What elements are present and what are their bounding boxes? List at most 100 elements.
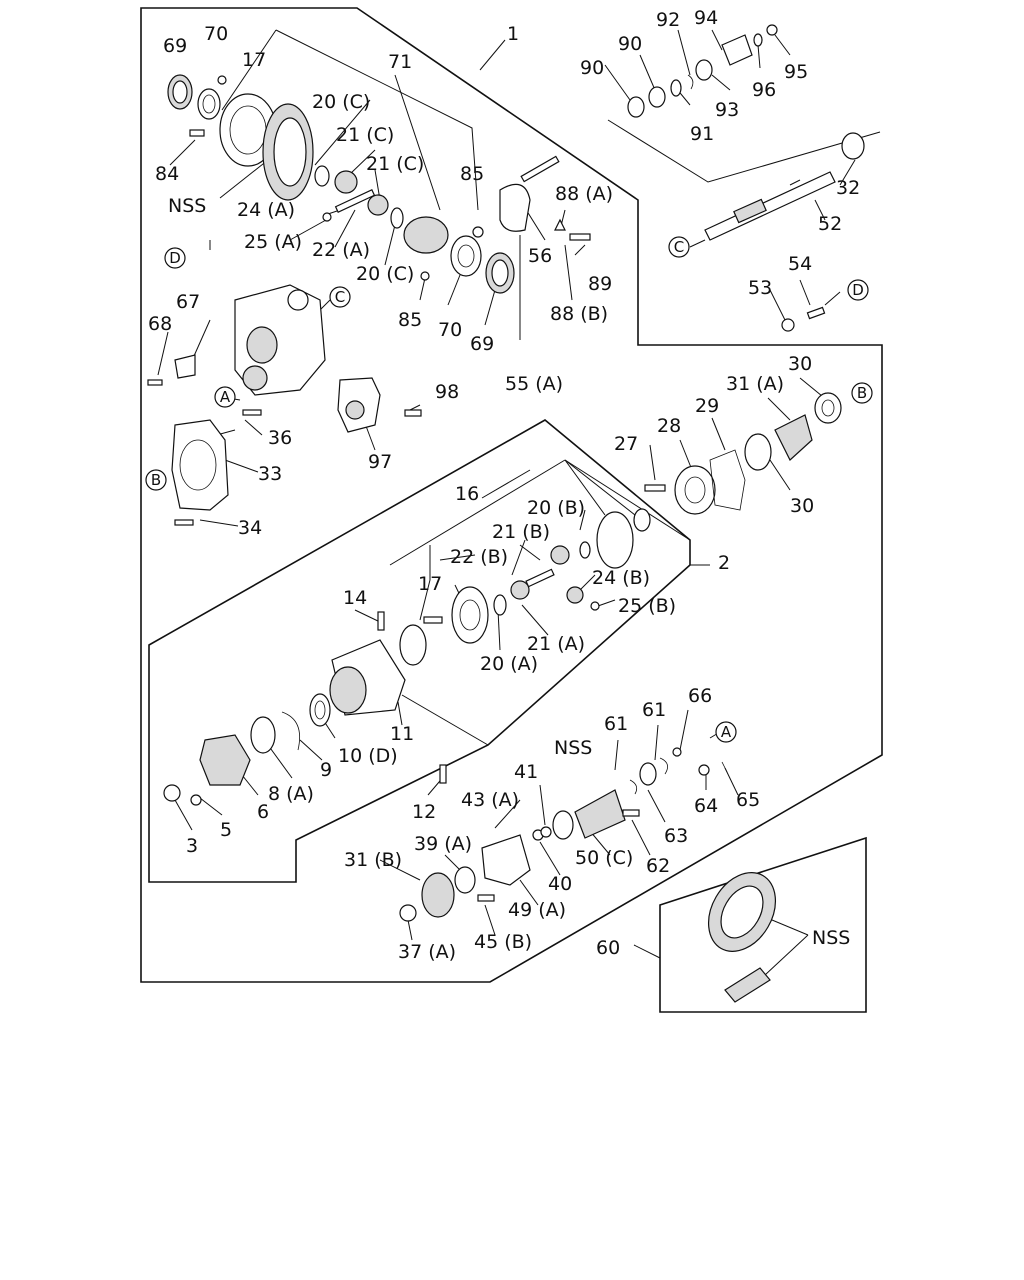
callout-25b: 25 (B) (618, 595, 676, 617)
svg-text:B: B (857, 384, 867, 402)
callout-5: 5 (220, 819, 232, 841)
callout-17b: 17 (418, 573, 442, 595)
pinion-nss-set-part (724, 967, 771, 1003)
case-16b-part (451, 586, 489, 644)
ref-circle-A1: A (214, 386, 236, 408)
bearing-70b-part (450, 235, 482, 277)
callout-nss-1: NSS (168, 195, 206, 217)
svg-text:C: C (674, 238, 684, 256)
callout-67: 67 (176, 291, 200, 313)
nut-53-part (781, 318, 795, 332)
leader-lines (157, 29, 856, 976)
bearing-ring-part (633, 508, 651, 532)
pinion-nss-part (574, 789, 626, 839)
box-60-parts (707, 872, 777, 1003)
bolt-12-part (439, 764, 447, 784)
bearing-30a-part (814, 392, 842, 424)
callout-52: 52 (818, 213, 842, 235)
callout-62: 62 (646, 855, 670, 877)
upper-carrier-cluster (167, 74, 591, 294)
callout-70b: 70 (438, 319, 462, 341)
ref-circle-D1: D (164, 247, 186, 269)
callout-22a: 22 (A) (312, 239, 370, 261)
svg-text:D: D (169, 249, 181, 267)
callout-32: 32 (836, 177, 860, 199)
callout-labels: 1 2 3 5 6 8 (A) 9 10 (D) 11 12 14 16 17 … (148, 7, 860, 963)
bearing-90b-part (648, 86, 666, 108)
callout-24b: 24 (B) (592, 567, 650, 589)
callout-55a: 55 (A) (505, 373, 563, 395)
callout-31a: 31 (A) (726, 373, 784, 395)
snap-ring-9-part (281, 711, 301, 751)
callout-45b: 45 (B) (474, 931, 532, 953)
case-cover-part (596, 511, 634, 569)
pinion-21c-part (334, 170, 358, 194)
callout-98: 98 (435, 381, 459, 403)
callout-20c-1: 20 (C) (312, 91, 370, 113)
callout-10d: 10 (D) (338, 745, 398, 767)
inner-diff-cluster (163, 508, 651, 806)
seal-8a-part (250, 716, 276, 754)
bolt-14-part (377, 611, 385, 631)
ring-91-part (670, 79, 682, 97)
callout-20c-2: 20 (C) (356, 263, 414, 285)
bearing-30b-part (744, 433, 772, 471)
gasket-29-part (709, 449, 746, 511)
bearing-50c-part (552, 810, 574, 840)
ref-circle-D2: D (847, 279, 869, 301)
callout-nss-3: NSS (812, 927, 850, 949)
clip-61b-part (659, 757, 668, 775)
pinion-21a-part (510, 580, 530, 600)
callout-20a: 20 (A) (480, 653, 538, 675)
nut-3-part (163, 784, 181, 802)
callout-92: 92 (656, 9, 680, 31)
ref-circle-B2: B (851, 382, 873, 404)
callout-31b: 31 (B) (344, 849, 402, 871)
washer-20c-part (314, 165, 330, 187)
bearing-93-part (695, 59, 713, 81)
callout-70a: 70 (204, 23, 228, 45)
callout-29: 29 (695, 395, 719, 417)
pinion-21c-part-b (367, 194, 389, 216)
right-cluster (627, 24, 865, 515)
callout-64: 64 (694, 795, 718, 817)
callout-17a: 17 (242, 49, 266, 71)
callout-12: 12 (412, 801, 436, 823)
clip-92-part (687, 74, 694, 90)
callout-21c-1: 21 (C) (336, 124, 394, 146)
carrier-housing-cluster (147, 284, 422, 526)
clip-66-part (672, 747, 682, 757)
bearing-63-part (639, 762, 657, 786)
callout-90b: 90 (618, 33, 642, 55)
shaft-52-part (704, 171, 836, 241)
bolt-17b-part (423, 616, 443, 624)
washer-20a-part (493, 594, 507, 616)
callout-3: 3 (186, 835, 198, 857)
callout-30a: 30 (788, 353, 812, 375)
flange-6-part (199, 734, 251, 786)
pin-36-part (242, 409, 262, 416)
bolt-89-part (569, 233, 591, 241)
callout-21b: 21 (B) (492, 521, 550, 543)
callout-34: 34 (238, 517, 262, 539)
case-16a-part (399, 624, 427, 666)
pin-65-part (721, 761, 728, 773)
case-half-part (403, 216, 449, 254)
callout-88a: 88 (A) (555, 183, 613, 205)
callout-39a: 39 (A) (414, 833, 472, 855)
callout-71: 71 (388, 51, 412, 73)
callout-40: 40 (548, 873, 572, 895)
bolt-34-part (174, 519, 194, 526)
callout-97: 97 (368, 451, 392, 473)
spacer-41-part (540, 826, 552, 838)
bolt-98-part (404, 409, 422, 417)
box-60-frame (659, 836, 867, 1013)
callout-95: 95 (784, 61, 808, 83)
callout-21a: 21 (A) (527, 633, 585, 655)
bolt-84-part (189, 129, 205, 137)
bolt-27-part (644, 484, 666, 492)
callout-nss-2: NSS (554, 737, 592, 759)
callout-36: 36 (268, 427, 292, 449)
bolt-45b-part (477, 894, 495, 902)
